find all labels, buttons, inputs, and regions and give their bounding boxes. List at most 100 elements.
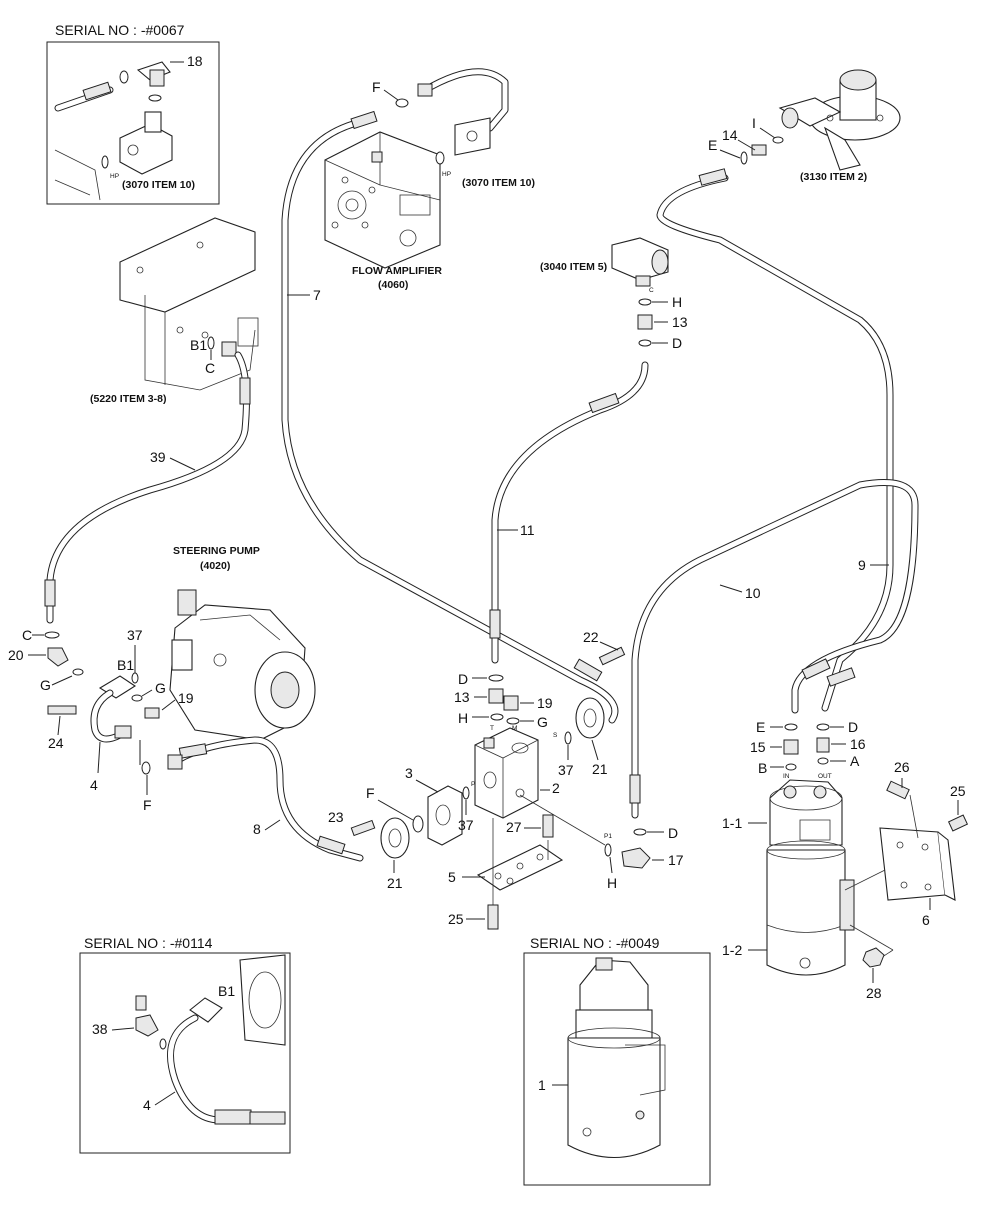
bolt-25-right (947, 814, 969, 832)
inset-frame-0114 (79, 952, 291, 1154)
callout-H-top: H (672, 294, 682, 310)
port-m: M (512, 725, 517, 732)
steering-pump-title: STEERING PUMP (173, 545, 260, 557)
hose-8 (167, 736, 364, 862)
callout-6: 6 (922, 912, 930, 928)
bracket-5220 (119, 217, 259, 391)
o-ring-H-top (638, 298, 652, 306)
pipe-4 (90, 689, 132, 743)
elbow-fitting-17 (621, 847, 651, 869)
o-ring-D-mid (488, 674, 504, 682)
callout-C-left: C (22, 627, 32, 643)
inset-frame-0067 (46, 41, 220, 205)
callout-D-low: D (668, 825, 678, 841)
callout-G-b: G (155, 680, 166, 696)
callout-38: 38 (92, 1021, 108, 1037)
o-ring-B-right (785, 763, 797, 771)
o-ring-37-mid (564, 731, 572, 745)
o-ring-F-mid (412, 815, 424, 833)
filter-assembly-1 (766, 779, 855, 976)
callout-2: 2 (552, 780, 560, 796)
flow-amplifier-ref: (4060) (378, 279, 408, 291)
inset-serial-0049: SERIAL NO : -#0049 1 (523, 935, 711, 1186)
callout-21-right: 21 (592, 761, 608, 777)
o-ring (148, 94, 162, 102)
port-p1: P1 (604, 833, 612, 840)
inset-serial-0114: SERIAL NO : -#0114 38 4 B1 (79, 935, 291, 1154)
callout-E-top: E (708, 137, 717, 153)
callout-20: 20 (8, 647, 24, 663)
fitting-19-left (144, 707, 160, 719)
port-hp-b: HP (442, 171, 451, 178)
port-p: P (471, 781, 475, 788)
callout-1-inset: 1 (538, 1077, 546, 1093)
adapter-13-top (637, 314, 653, 330)
callout-B1: B1 (190, 337, 207, 353)
bolt-25-low (487, 904, 499, 930)
elbow-fitting (221, 341, 237, 357)
bracket-6 (879, 827, 956, 901)
serial-label-0067: SERIAL NO : -#0067 (55, 22, 185, 38)
ref-3070-b: (3070 ITEM 10) (462, 177, 535, 189)
callout-D-right: D (848, 719, 858, 735)
bolt-22 (598, 646, 626, 666)
hose-9 (656, 168, 894, 712)
callout-F-left: F (143, 797, 152, 813)
callout-4-inset: 4 (143, 1097, 151, 1113)
o-ring-37-low (462, 786, 470, 800)
serial-label-0049: SERIAL NO : -#0049 (530, 935, 660, 951)
callout-5: 5 (448, 869, 456, 885)
o-ring (435, 151, 445, 165)
o-ring-F (395, 98, 409, 108)
hose-10 (629, 479, 919, 819)
steering-pump-ref: (4020) (200, 560, 230, 572)
callout-I: I (752, 115, 756, 131)
port-s: S (553, 732, 558, 739)
ref-3130: (3130 ITEM 2) (800, 171, 867, 183)
o-ring-G-mid (506, 717, 520, 725)
split-flange-21-right (575, 697, 605, 739)
split-flange-21-low (380, 817, 410, 859)
port-hp-a: HP (110, 173, 119, 180)
bolt-23 (350, 819, 376, 837)
callout-8: 8 (253, 821, 261, 837)
o-ring-37 (131, 672, 139, 684)
elbow-fitting-20 (47, 647, 69, 667)
hose-fitting (82, 81, 112, 101)
port-t: T (490, 725, 494, 732)
callout-3: 3 (405, 765, 413, 781)
callout-G-mid: G (537, 714, 548, 730)
elbow-fitting-18 (136, 61, 171, 87)
adapter-19-mid (503, 695, 519, 711)
port-c-small: C (649, 287, 654, 294)
callout-B-right: B (758, 760, 767, 776)
o-ring-D-top (638, 339, 652, 347)
callout-13-mid: 13 (454, 689, 470, 705)
callout-21-low: 21 (387, 875, 403, 891)
callout-16: 16 (850, 736, 866, 752)
callout-37-low: 37 (458, 817, 474, 833)
bolt-27 (542, 814, 554, 838)
o-ring-H-mid (490, 713, 504, 721)
callout-14: 14 (722, 127, 738, 143)
callout-C: C (205, 360, 215, 376)
callout-26: 26 (894, 759, 910, 775)
serial-label-0114: SERIAL NO : -#0114 (84, 935, 213, 951)
ref-5220: (5220 ITEM 3-8) (90, 393, 166, 405)
o-ring-G-a (72, 668, 84, 676)
o-ring-I (772, 136, 784, 144)
flange-3070 (454, 117, 491, 156)
adapter-13-mid (488, 688, 504, 704)
callout-B1-inset: B1 (218, 983, 235, 999)
callout-28: 28 (866, 985, 882, 1001)
callout-18: 18 (187, 53, 203, 69)
o-ring (101, 155, 109, 169)
callout-G-a: G (40, 677, 51, 693)
o-ring-E-right (784, 723, 798, 731)
callout-E-right: E (756, 719, 765, 735)
port-out: OUT (818, 773, 832, 780)
callout-37-mid: 37 (558, 762, 574, 778)
flange-3 (427, 785, 463, 846)
adapter-16 (816, 737, 830, 753)
